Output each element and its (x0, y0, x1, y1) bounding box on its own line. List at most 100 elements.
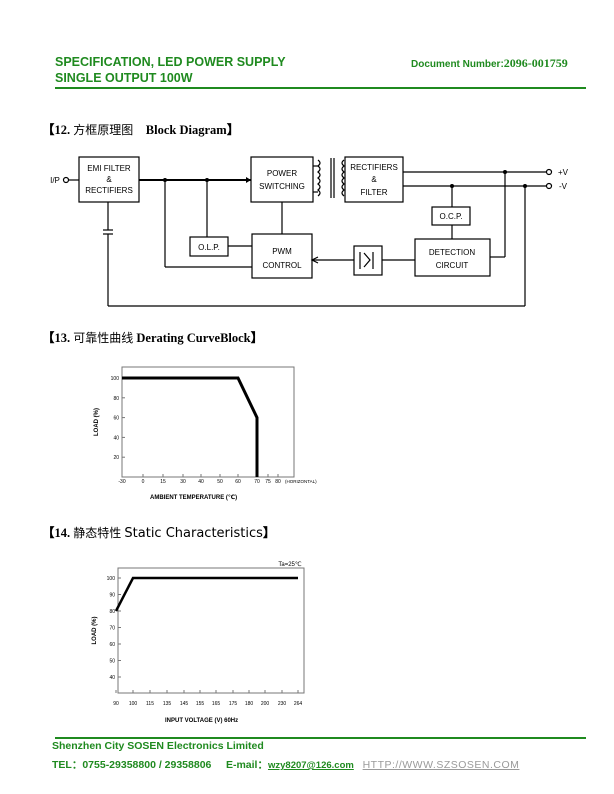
y-tick-label: 90 (109, 593, 115, 599)
doc-number-value: 2096-001759 (503, 56, 568, 70)
y-tick-label: 80 (109, 609, 115, 615)
load-vs-voltage-line (114, 576, 298, 612)
spec-title-line1: SPECIFICATION, LED POWER SUPPLY (55, 55, 286, 69)
power-label-1: POWER (267, 169, 297, 178)
y-tick-label: 100 (107, 576, 116, 582)
section-title-en: Derating CurveBlock (136, 331, 251, 345)
x-tick-label: 155 (196, 701, 205, 707)
rectifiers-filter-box (344, 156, 404, 203)
bracket: 【 (42, 526, 55, 540)
y-tick-label: 40 (109, 675, 115, 681)
email-link[interactable]: wzy8207@126.com (267, 760, 354, 771)
olp-box (189, 236, 229, 257)
derating-line (122, 376, 259, 477)
y-tick-label: 60 (113, 416, 119, 422)
tel-text: TEL：0755-29358800 / 29358806 (52, 759, 212, 771)
section-title-cn: 静态特性 (73, 526, 122, 540)
doc-label: Document Number: (411, 59, 504, 70)
detection-circuit-box (414, 238, 491, 277)
bracket: 】 (250, 331, 264, 345)
power-label-2: SWITCHING (259, 182, 305, 191)
y-tick-label: 70 (109, 626, 115, 632)
output-positive-terminal (545, 168, 553, 176)
junction-dot (523, 184, 527, 188)
x-tick-label: 75 (265, 479, 271, 485)
y-tick-label: 50 (109, 659, 115, 665)
x-tick-label: 80 (275, 479, 281, 485)
x-tick-label: 60 (235, 479, 241, 485)
det-label-2: CIRCUIT (436, 261, 469, 270)
y-tick-label: 60 (109, 642, 115, 648)
section-13-heading: 【13. 可靠性曲线 Derating CurveBlock】 (42, 327, 263, 346)
section-number: 12. (54, 123, 71, 137)
olp-label: O.L.P. (198, 243, 220, 252)
x-tick-label: 30 (180, 479, 186, 485)
rect-label-2: & (371, 175, 377, 184)
bracket: 】 (262, 526, 276, 540)
junction-dot (163, 178, 167, 182)
x-tick-label: 200 (261, 701, 270, 707)
plot-frame (121, 366, 295, 478)
x-tick-label: 145 (180, 701, 189, 707)
document-number: Document Number:2096-001759 (411, 56, 568, 71)
x-tick-label: 100 (129, 701, 138, 707)
x-tick-label: 90 (113, 701, 119, 707)
x-tick-label: 175 (229, 701, 238, 707)
emi-label-3: RECTIFIERS (85, 186, 133, 195)
y-tick-label: 80 (113, 396, 119, 402)
section-title-en: Static Characteristics (124, 526, 263, 541)
junction-dot (450, 184, 454, 188)
input-terminal (62, 176, 70, 184)
x-tick-label: -30 (118, 479, 125, 485)
section-12-heading: 【12. 方框原理图 Block Diagram】 (42, 119, 239, 138)
y-tick-label: 20 (113, 455, 119, 461)
emi-filter-box (78, 156, 140, 203)
bracket: 【 (42, 123, 55, 137)
company-name: Shenzhen City SOSEN Electronics Limited (52, 740, 264, 752)
x-tick-label: 40 (198, 479, 204, 485)
bracket: 【 (42, 331, 55, 345)
emi-label-2: & (106, 175, 112, 184)
section-number: 14. (54, 526, 71, 540)
ocp-label: O.C.P. (440, 212, 463, 221)
rect-label-3: FILTER (361, 188, 388, 197)
x-tick-label: 180 (245, 701, 254, 707)
pwm-control-box (251, 233, 313, 279)
x-axis-extra-label: (HORIZONTAL) (285, 479, 317, 484)
pwm-label-1: PWM (272, 247, 292, 256)
x-tick-label: 50 (217, 479, 223, 485)
temperature-note: Ta=25℃ (278, 561, 302, 568)
out-pos-label: +V (558, 168, 569, 177)
x-tick-label: 0 (142, 479, 145, 485)
header-rule (55, 87, 586, 89)
x-tick-label: 165 (212, 701, 221, 707)
x-axis-label: INPUT VOLTAGE (V) 60Hz (165, 718, 238, 724)
y-axis-label: LOAD (%) (94, 408, 100, 436)
y-tick-label: 100 (111, 376, 120, 382)
x-tick-label: 135 (163, 701, 172, 707)
x-tick-label: 70 (254, 479, 260, 485)
section-title-cn: 可靠性曲线 (73, 331, 134, 345)
optocoupler-box (353, 245, 383, 276)
junction-dot (503, 170, 507, 174)
plot-frame (117, 567, 305, 694)
website-link[interactable]: HTTP://WWW.SZSOSEN.COM (362, 759, 520, 771)
emi-label-1: EMI FILTER (87, 164, 131, 173)
email-label: E-mail： (225, 759, 268, 771)
ocp-box (431, 206, 471, 226)
x-tick-label: 15 (160, 479, 166, 485)
output-negative-terminal (545, 182, 553, 190)
junction-dot (205, 178, 209, 182)
bracket: 】 (226, 123, 240, 137)
section-title-en: Block Diagram (145, 123, 227, 137)
pwm-label-2: CONTROL (262, 261, 302, 270)
x-tick-label: 230 (278, 701, 287, 707)
power-switching-box (250, 156, 314, 203)
footer-rule (55, 737, 586, 739)
y-axis-label: LOAD (%) (92, 617, 98, 645)
section-title-cn: 方框原理图 (73, 123, 134, 137)
section-number: 13. (54, 331, 71, 345)
contact-line: TEL：0755-29358800 / 29358806 E-mail：wzy8… (52, 757, 519, 772)
